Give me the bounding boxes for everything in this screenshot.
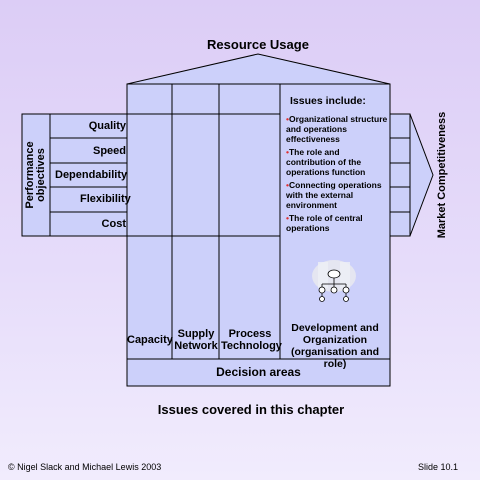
- column-capacity: Capacity: [127, 334, 173, 346]
- objective-speed: Speed: [92, 145, 126, 157]
- issue-item: •The role and contribution of the operat…: [286, 147, 366, 177]
- org-chart-icon: [312, 260, 356, 302]
- footer-copyright: © Nigel Slack and Michael Lewis 2003: [8, 462, 162, 472]
- chapter-subtitle: Issues covered in this chapter: [157, 402, 345, 417]
- column-supply-network: Supply Network: [174, 328, 218, 352]
- issues-heading: Issues include:: [290, 95, 366, 107]
- objective-cost: Cost: [101, 218, 126, 230]
- column-development: Development and Organization (organisati…: [290, 322, 380, 370]
- market-arrow: [409, 113, 434, 237]
- footer-slide-number: Slide 10.1: [418, 462, 459, 472]
- objective-flexibility: Flexibility: [80, 193, 131, 205]
- objective-quality: Quality: [88, 120, 126, 132]
- issues-list: •Organizational structure and operations…: [286, 114, 388, 233]
- decision-areas-bar: [126, 358, 391, 387]
- objectives-label-box: [21, 113, 51, 237]
- diagram-title: Resource Usage: [207, 37, 309, 52]
- left-label-line2: objectives: [35, 148, 47, 202]
- objective-dependability: Dependability: [55, 169, 128, 181]
- objectives-block: [49, 113, 128, 237]
- performance-objectives-label: Performance objectives: [22, 114, 50, 236]
- column-process-technology: Process Technology: [221, 328, 282, 352]
- market-competitiveness-label: Market Competitiveness: [436, 111, 448, 239]
- issue-item: •Organizational structure and operations…: [286, 114, 388, 144]
- arrow-block: [389, 113, 411, 237]
- decision-areas-label: Decision areas: [216, 365, 301, 379]
- issue-item: •The role of central operations: [286, 213, 363, 233]
- issue-item: •Connecting operations with the external…: [286, 180, 382, 210]
- roof: [126, 53, 391, 85]
